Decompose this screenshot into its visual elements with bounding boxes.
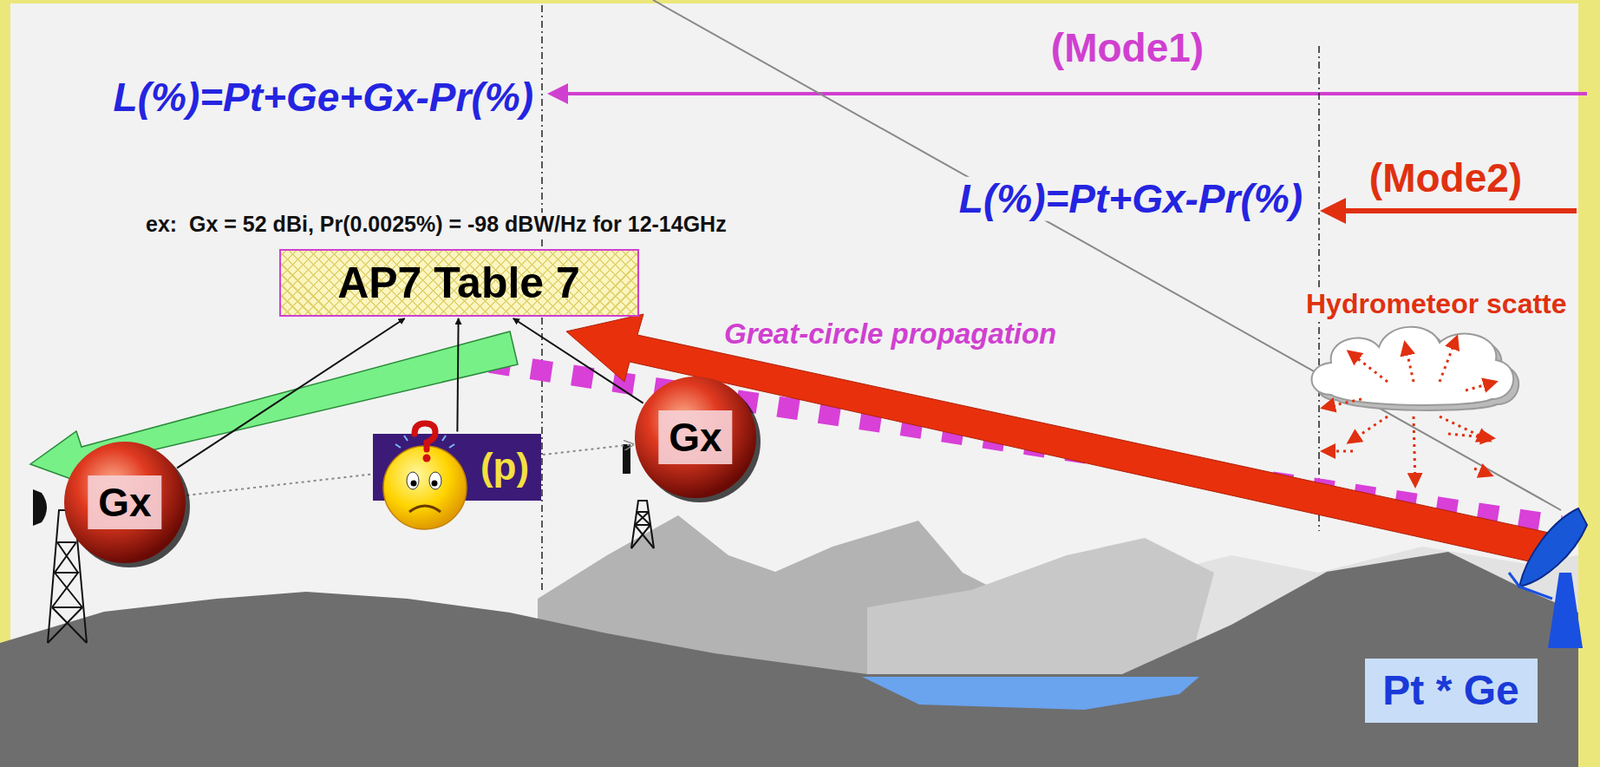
gain-label: Gx (87, 475, 162, 529)
loss-formula: L(%)=Pt+Gx-Pr(%) (955, 176, 1307, 222)
loss-formula: L(%)=Pt+Ge+Gx-Pr(%) (113, 75, 534, 120)
node-text: AP7 Table 7 (337, 259, 581, 307)
table-box: AP7 Table 7 (279, 248, 640, 317)
connector-arrow (457, 318, 458, 432)
antenna-gain-circle: Gx (634, 376, 757, 498)
gain-label: Gx (658, 410, 732, 464)
node-text: (p) (480, 445, 529, 488)
connector-arrow (513, 318, 644, 404)
mode-label: (Mode2) (1369, 156, 1522, 201)
mode-label: (Mode1) (1051, 26, 1204, 71)
scatter-label: Hydrometeor scatte (1303, 288, 1570, 320)
node-text: Pt * Ge (1382, 667, 1519, 714)
connector-arrow (176, 318, 405, 468)
example-note: ex: Gx = 52 dBi, Pr(0.0025%) = -98 dBW/H… (143, 212, 730, 237)
antenna-gain-circle: Gx (64, 441, 186, 563)
confused-face-icon (379, 421, 476, 526)
pattern-box: (p) (372, 433, 542, 501)
propagation-label: Great-circle propagation (721, 318, 1059, 350)
earth-station-box: Pt * Ge (1364, 658, 1538, 723)
